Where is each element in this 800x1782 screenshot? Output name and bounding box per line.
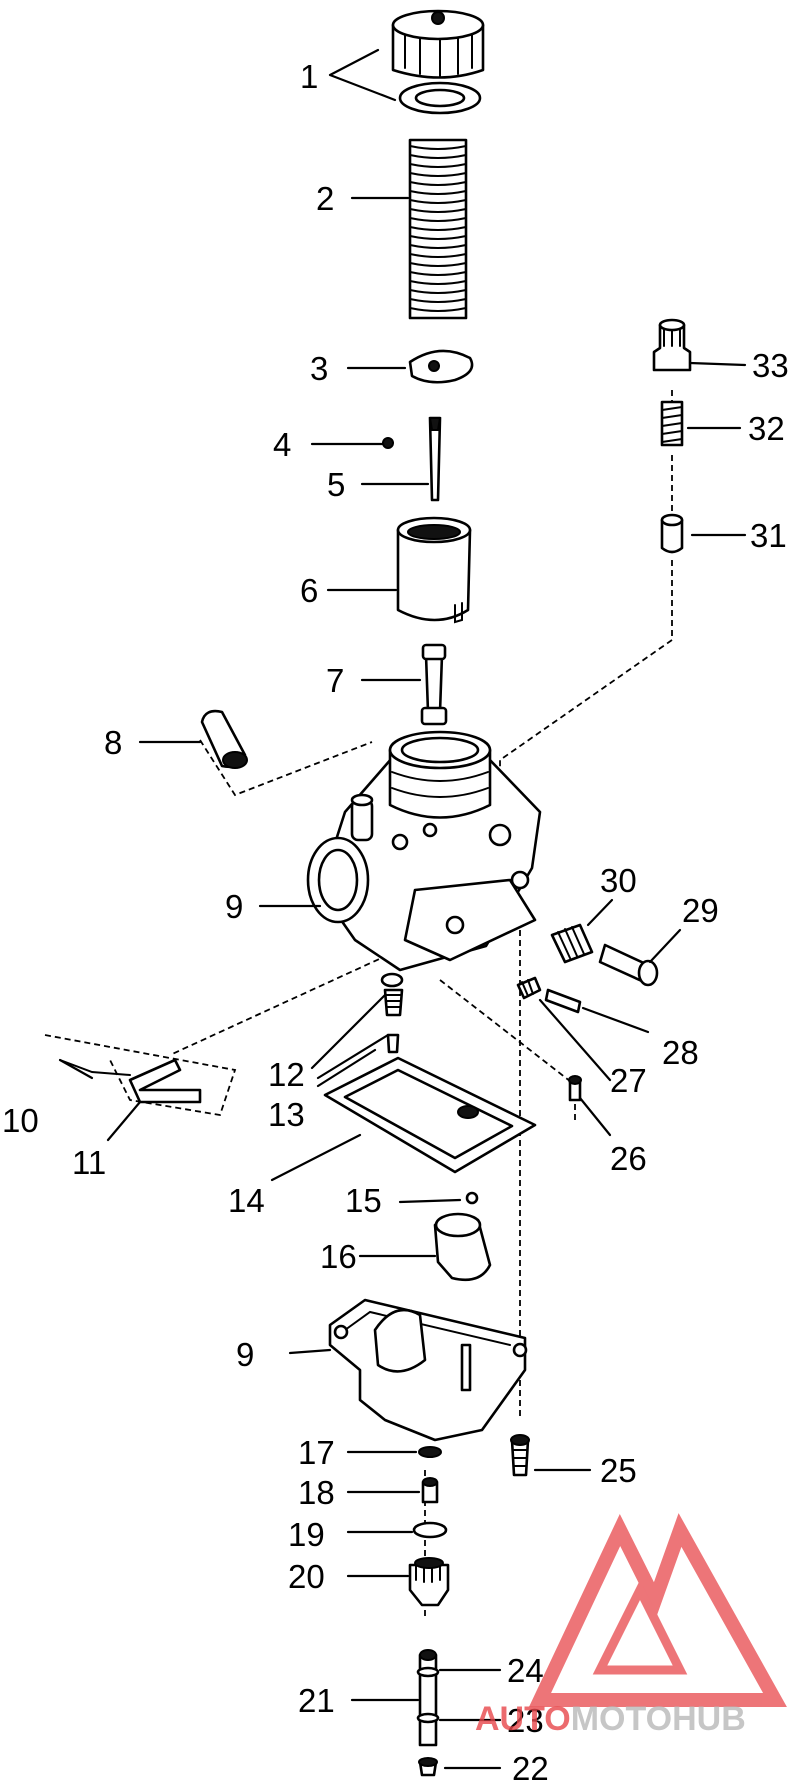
leader-lines [58,48,747,1770]
callout-21: 21 [298,1682,335,1719]
part-6-throttle-slide [396,516,472,624]
part-13-pilot-jet [383,988,404,1054]
part-4-clip [382,437,394,449]
part-30-spring [550,923,594,964]
callout-2: 2 [316,180,334,217]
callout-12: 12 [268,1056,305,1093]
part-32-spring [660,400,684,447]
part-2-spring [408,138,468,320]
callout-33: 33 [752,347,789,384]
callout-24: 24 [507,1652,544,1689]
part-10-tube [59,1059,131,1076]
part-14-gasket [323,1056,537,1174]
callout-7: 7 [326,662,344,699]
part-11-fitting [128,1058,202,1104]
callout-3: 3 [310,350,328,387]
part-17-washer [418,1446,442,1458]
callout-9-bowl: 9 [236,1336,254,1373]
callout-27: 27 [610,1062,647,1099]
part-27-spring [516,976,542,1000]
part-19-o-ring [412,1521,448,1539]
callout-26: 26 [610,1140,647,1177]
callout-6: 6 [300,572,318,609]
part-23-o-ring [416,1712,440,1724]
part-15-ball [465,1191,479,1205]
watermark-text: AUTOMOTOHUB [475,1700,746,1738]
callout-11: 11 [72,1144,106,1181]
part-25-screw [510,1434,530,1477]
callout-13: 13 [268,1096,305,1133]
part-18-main-jet [421,1477,439,1504]
callout-4: 4 [273,426,291,463]
watermark-logo [528,1513,787,1707]
callout-1: 1 [300,58,318,95]
part-29-idle-screw [598,943,659,987]
part-12-washer [380,972,404,988]
part-1-cap [391,9,485,115]
part-7-needle-jet [420,643,448,726]
callout-29: 29 [682,892,719,929]
part-28-air-screw [544,988,582,1014]
part-22-drain-screw [418,1757,438,1777]
callout-30: 30 [600,862,637,899]
callout-15: 15 [345,1182,382,1219]
part-9-float-bowl [328,1298,528,1442]
watermark-text-hub: HUB [672,1700,746,1738]
part-16-float [433,1212,492,1282]
part-26-screw [568,1075,582,1102]
watermark-text-moto: MOTO [571,1700,672,1738]
callout-32: 32 [748,410,785,447]
callout-8: 8 [104,724,122,761]
callout-20: 20 [288,1558,325,1595]
callout-10: 10 [2,1102,39,1139]
callout-23: 23 [507,1702,544,1739]
callout-28: 28 [662,1034,699,1071]
callout-17: 17 [298,1434,335,1471]
callout-18: 18 [298,1474,335,1511]
callout-14: 14 [228,1182,265,1219]
part-5-needle [428,416,442,502]
callout-31: 31 [750,517,787,554]
callout-5: 5 [327,466,345,503]
part-20-plug [408,1557,450,1607]
callout-numbers: 1 2 3 4 5 6 7 8 9 9 10 11 12 13 14 15 16… [2,58,789,1782]
callout-25: 25 [600,1452,637,1489]
watermark-triangle-icon [528,1513,787,1707]
callout-16: 16 [320,1238,357,1275]
part-9-carburetor-body [306,730,542,972]
part-24-o-ring [416,1666,440,1678]
watermark-text-auto: AUTO [475,1700,571,1738]
callout-19: 19 [288,1516,325,1553]
part-33-nut [652,318,692,372]
part-3-retainer [408,349,474,384]
part-21-drain-tube [418,1649,438,1747]
part-31-plunger [660,513,684,554]
callout-9-body: 9 [225,888,243,925]
part-8-plug [200,709,248,769]
callout-22: 22 [512,1750,549,1782]
